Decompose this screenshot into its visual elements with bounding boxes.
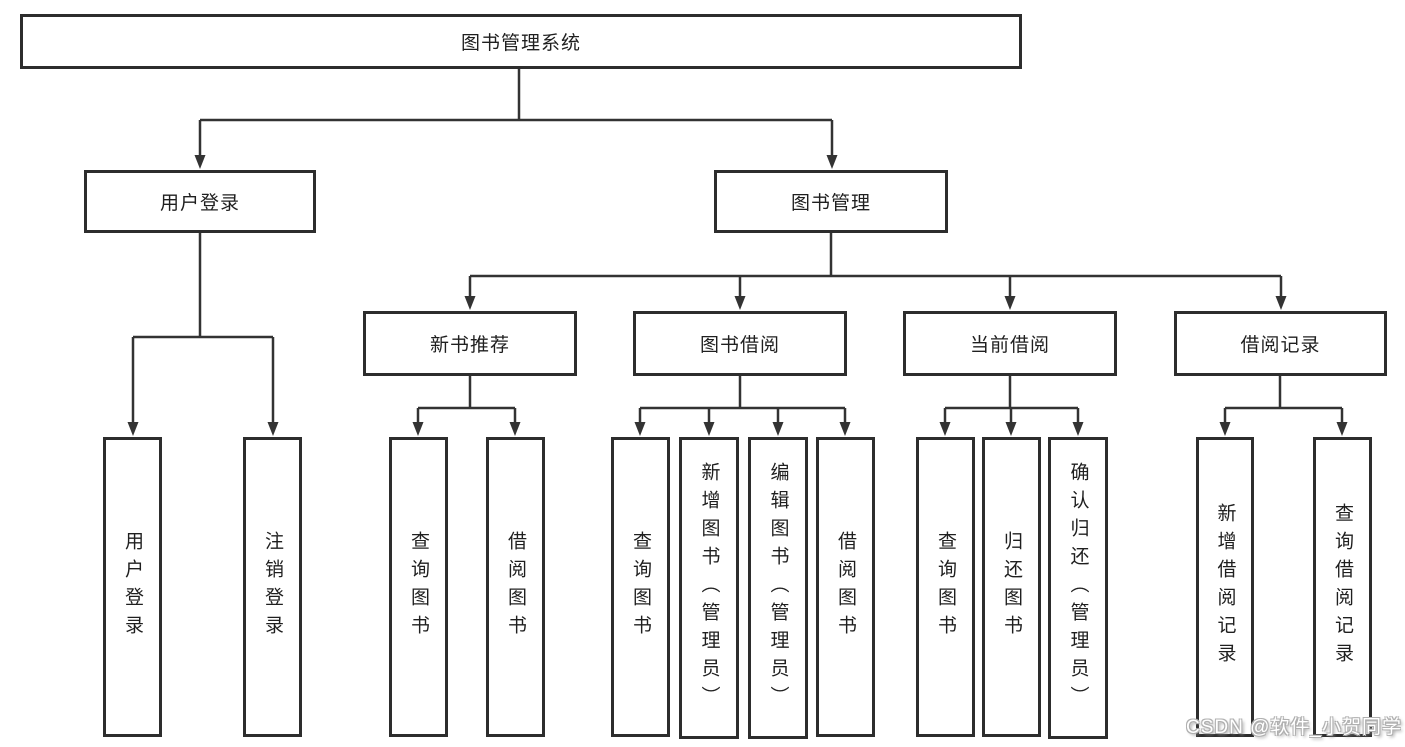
node-root: 图书管理系统 [20,14,1022,69]
leaf-cb-query-book: 查询图书 [916,437,975,737]
leaf-nbr-borrow-book: 借阅图书 [486,437,545,737]
leaf-bb-add-book-label: 新增图书（管理员） [698,462,720,714]
leaf-nbr-borrow-book-label: 借阅图书 [505,531,526,643]
leaf-bb-query-book: 查询图书 [611,437,670,737]
leaf-br-query-record: 查询借阅记录 [1313,437,1372,737]
leaf-cb-confirm-return-label: 确认归还（管理员） [1067,462,1089,714]
node-new-book-rec-label: 新书推荐 [429,335,510,356]
node-borrow-records: 借阅记录 [1174,311,1387,376]
node-book-mgmt-label: 图书管理 [790,193,871,214]
node-user-login-group-label: 用户登录 [159,193,240,214]
node-root-label: 图书管理系统 [460,33,581,54]
node-new-book-rec: 新书推荐 [363,311,577,376]
leaf-cb-return-book-label: 归还图书 [1001,531,1022,643]
node-book-mgmt: 图书管理 [714,170,948,233]
leaf-br-query-record-label: 查询借阅记录 [1332,503,1353,671]
arrowheads [127,155,1348,436]
leaf-cb-query-book-label: 查询图书 [935,531,956,643]
leaf-nbr-query-book-label: 查询图书 [408,531,429,643]
leaf-logout: 注销登录 [243,437,302,737]
node-current-borrow: 当前借阅 [903,311,1117,376]
leaf-user-login-label: 用户登录 [122,531,143,643]
leaf-br-add-record: 新增借阅记录 [1196,437,1254,737]
watermark: CSDN @软件_小贺同学 [1186,717,1402,738]
node-borrow-records-label: 借阅记录 [1240,335,1321,356]
node-user-login-group: 用户登录 [84,170,316,233]
node-book-borrow-label: 图书借阅 [699,335,780,356]
leaf-bb-query-book-label: 查询图书 [630,531,651,643]
leaf-user-login: 用户登录 [103,437,162,737]
leaf-bb-borrow-book: 借阅图书 [816,437,875,737]
node-book-borrow: 图书借阅 [633,311,847,376]
leaf-br-add-record-label: 新增借阅记录 [1214,503,1236,671]
leaf-cb-confirm-return: 确认归还（管理员） [1048,437,1108,739]
leaf-bb-borrow-book-label: 借阅图书 [835,531,856,643]
node-current-borrow-label: 当前借阅 [969,335,1050,356]
leaf-bb-edit-book: 编辑图书（管理员） [748,437,808,739]
leaf-nbr-query-book: 查询图书 [389,437,448,737]
leaf-bb-edit-book-label: 编辑图书（管理员） [767,462,789,714]
leaf-logout-label: 注销登录 [262,531,283,643]
leaf-cb-return-book: 归还图书 [982,437,1041,737]
leaf-bb-add-book: 新增图书（管理员） [679,437,739,739]
